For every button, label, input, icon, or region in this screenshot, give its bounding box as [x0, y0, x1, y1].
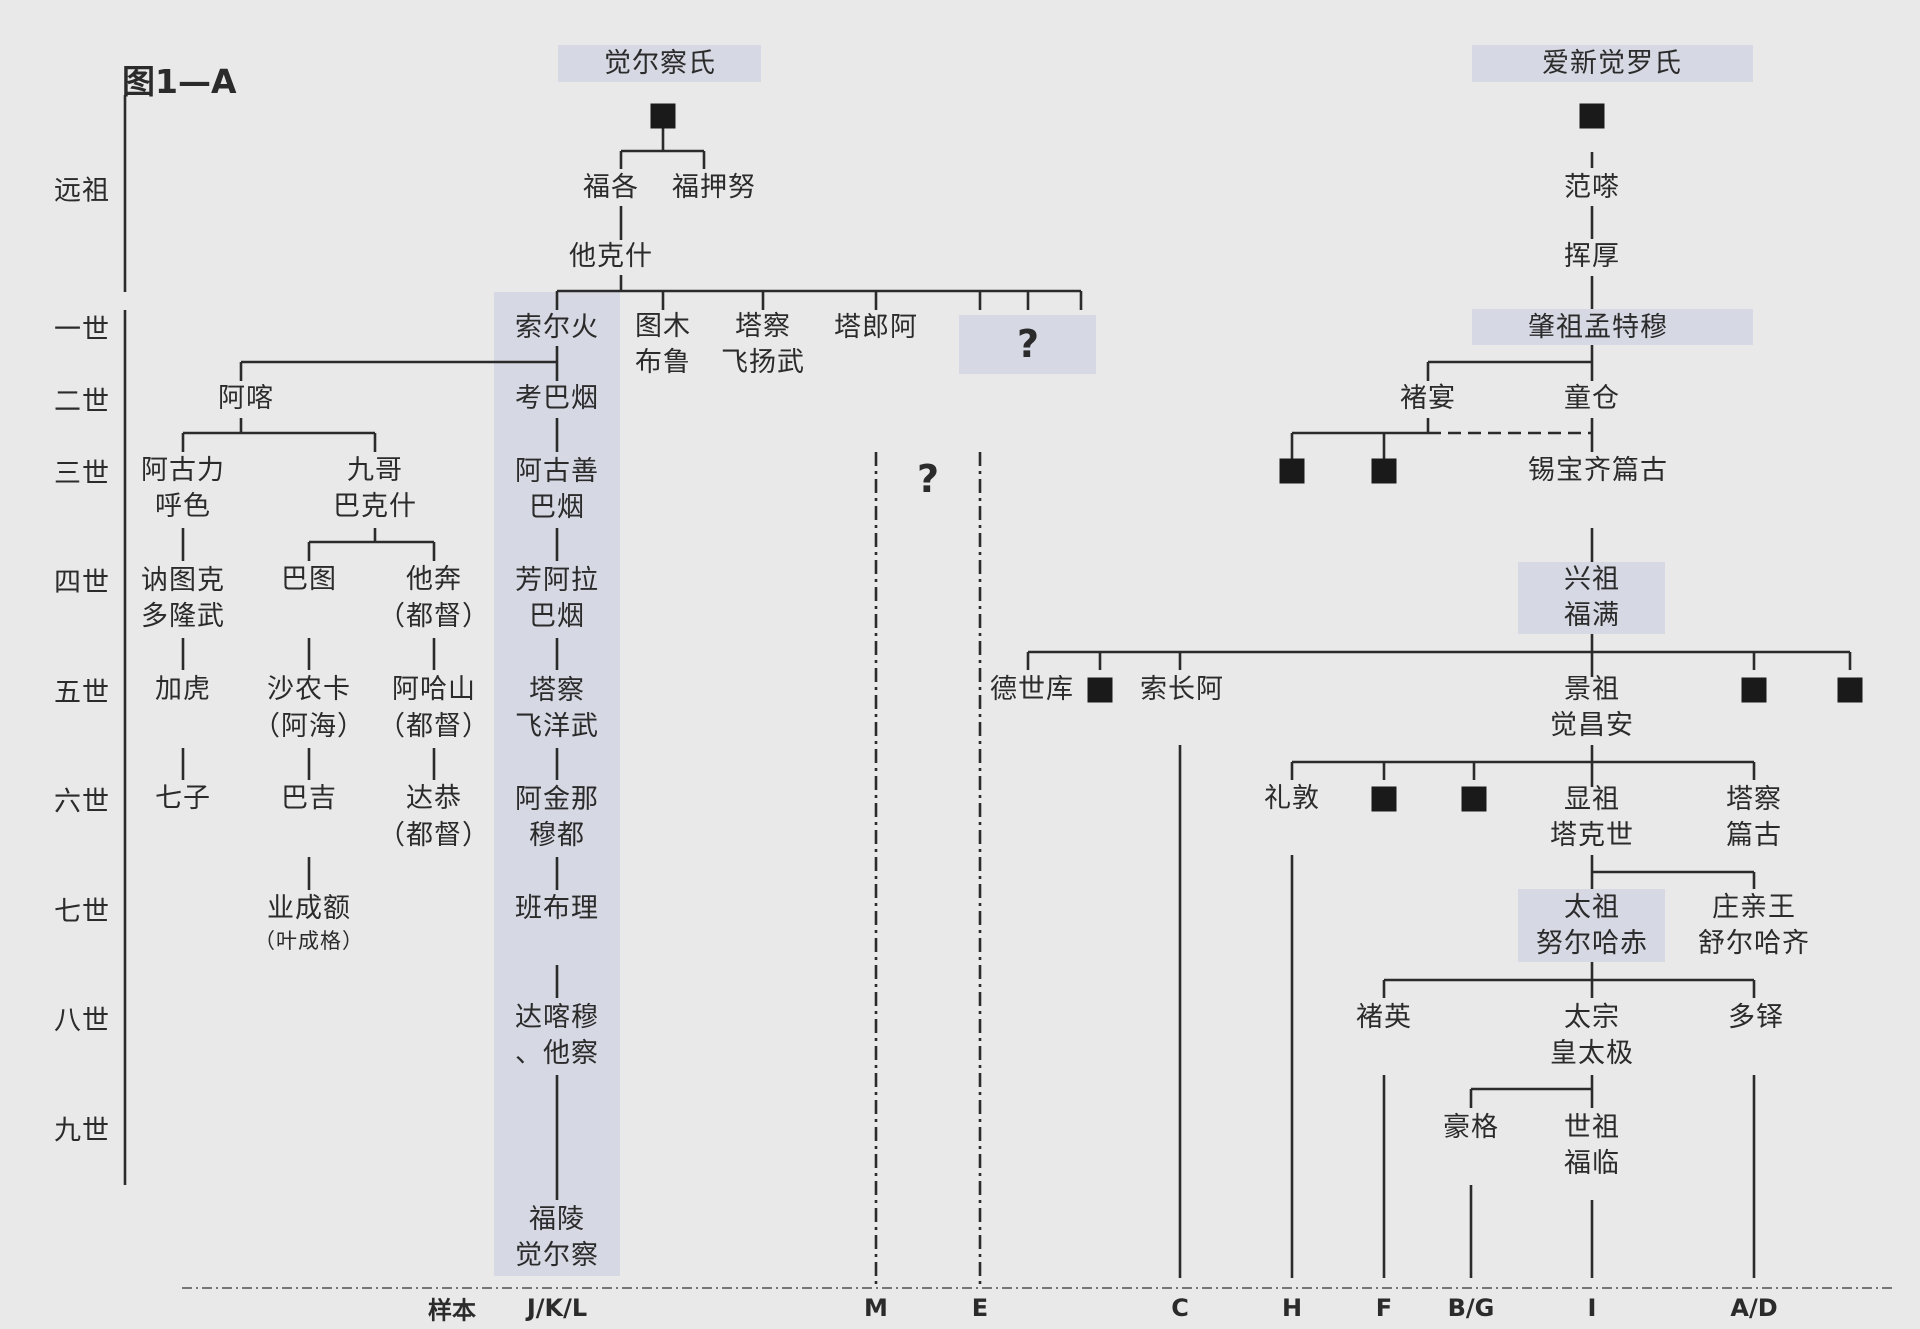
person-node: 达喀穆、他察: [515, 1002, 599, 1069]
person-node: 巴图: [281, 564, 337, 595]
person-note: （都督）: [378, 711, 490, 742]
generation-label: 三世: [54, 458, 110, 490]
generation-label: 二世: [54, 386, 110, 418]
figure-title: 图1—A: [122, 62, 237, 101]
person-node: 阿喀: [218, 383, 274, 414]
person-node: 讷图克多隆武: [141, 565, 225, 632]
person-node: 沙农卡: [267, 674, 351, 705]
person-node: 景祖觉昌安: [1550, 674, 1634, 741]
person-node: 九哥巴克什: [333, 455, 417, 522]
person-note: （叶成格）: [254, 929, 364, 953]
person-note: （阿海）: [253, 711, 365, 742]
unknown-person-marker: [1461, 786, 1487, 812]
unknown-lineage-mark: ?: [1016, 322, 1040, 366]
person-node: 考巴烟: [515, 383, 599, 414]
person-node: 太宗皇太极: [1550, 1002, 1634, 1069]
person-node: 世祖福临: [1564, 1112, 1620, 1179]
person-node: 班布理: [515, 893, 599, 924]
person-node: 褚宴: [1400, 383, 1456, 414]
generation-label: 五世: [54, 677, 110, 709]
person-node: 兴祖福满: [1564, 564, 1620, 631]
sample-code: F: [1375, 1294, 1393, 1322]
person-node: 图木布鲁: [635, 311, 691, 378]
person-node: 褚英: [1356, 1002, 1412, 1033]
sample-code: J/K/L: [526, 1294, 588, 1322]
person-node: 挥厚: [1564, 241, 1620, 272]
generation-label: 八世: [54, 1005, 110, 1037]
person-node: 礼敦: [1264, 783, 1320, 814]
person-node: 塔察飞扬武: [721, 311, 805, 378]
person-node: 业成额: [267, 893, 351, 924]
person-node: 巴吉: [281, 783, 337, 814]
sample-code: H: [1281, 1294, 1303, 1322]
person-node: 太祖努尔哈赤: [1536, 892, 1648, 959]
highlight-jueercha-header: [558, 45, 761, 82]
sample-code: I: [1587, 1294, 1597, 1322]
generation-label: 远祖: [54, 175, 110, 207]
person-node: 福各: [583, 172, 639, 203]
generation-label: 四世: [54, 567, 110, 599]
unknown-person-marker: [1087, 677, 1113, 703]
highlight-aisin-header: [1472, 45, 1753, 82]
person-node: 锡宝齐篇古: [1528, 455, 1668, 486]
sample-code: B/G: [1447, 1294, 1495, 1322]
person-node: 肇祖孟特穆: [1528, 312, 1668, 343]
unknown-person-marker: [1371, 458, 1397, 484]
highlight-taizu: [1518, 889, 1665, 962]
person-note: （都督）: [378, 601, 490, 632]
sample-code: M: [864, 1294, 888, 1322]
person-note: （都督）: [378, 820, 490, 851]
person-node: 阿哈山: [392, 674, 476, 705]
unknown-person-marker: [1279, 458, 1305, 484]
person-node: 童仓: [1564, 383, 1620, 414]
person-node: 他克什: [569, 241, 653, 272]
generation-label: 一世: [54, 314, 110, 346]
person-node: 福押努: [672, 172, 756, 203]
highlight-xingzu: [1518, 562, 1665, 634]
person-node: 塔郎阿: [834, 312, 918, 343]
person-node: 阿古力呼色: [141, 455, 225, 522]
samples-label: 样本: [428, 1296, 476, 1325]
sample-code: A/D: [1730, 1294, 1778, 1322]
person-node: 芳阿拉巴烟: [515, 565, 599, 632]
person-node: 阿古善巴烟: [515, 456, 599, 523]
clan-header-jueercha: 觉尔察氏: [604, 48, 716, 79]
person-node: 塔察篇古: [1726, 784, 1782, 851]
person-node: 阿金那穆都: [515, 784, 599, 851]
person-node: 加虎: [155, 674, 211, 705]
person-node: 多铎: [1728, 1002, 1784, 1033]
generation-label: 七世: [54, 896, 110, 928]
person-node: 他奔: [406, 564, 462, 595]
person-node: 索尔火: [515, 312, 599, 343]
highlight-zhaozu: [1472, 309, 1753, 345]
unknown-person-marker: [1741, 677, 1767, 703]
sample-code: C: [1171, 1294, 1189, 1322]
unknown-person-marker: [1579, 103, 1605, 129]
person-node: 七子: [155, 783, 211, 814]
person-node: 索长阿: [1140, 674, 1224, 705]
generation-label: 九世: [54, 1115, 110, 1147]
person-node: 显祖塔克世: [1550, 784, 1634, 851]
unknown-person-marker: [650, 103, 676, 129]
person-node: 福陵觉尔察: [515, 1204, 599, 1271]
unknown-person-marker: [1371, 786, 1397, 812]
person-node: 塔察飞洋武: [515, 675, 599, 742]
clan-header-aisin: 爱新觉罗氏: [1542, 48, 1682, 79]
sample-code: E: [971, 1294, 989, 1322]
person-node: 达恭: [406, 783, 462, 814]
person-node: 豪格: [1443, 1112, 1499, 1143]
generation-label: 六世: [54, 786, 110, 818]
person-node: 庄亲王舒尔哈齐: [1698, 892, 1810, 959]
person-node: 德世库: [990, 674, 1074, 705]
unknown-person-marker: [1837, 677, 1863, 703]
unknown-lineage-mark: ?: [916, 457, 940, 501]
highlight-unknown-box: [959, 315, 1096, 374]
person-node: 范嗏: [1564, 172, 1620, 203]
